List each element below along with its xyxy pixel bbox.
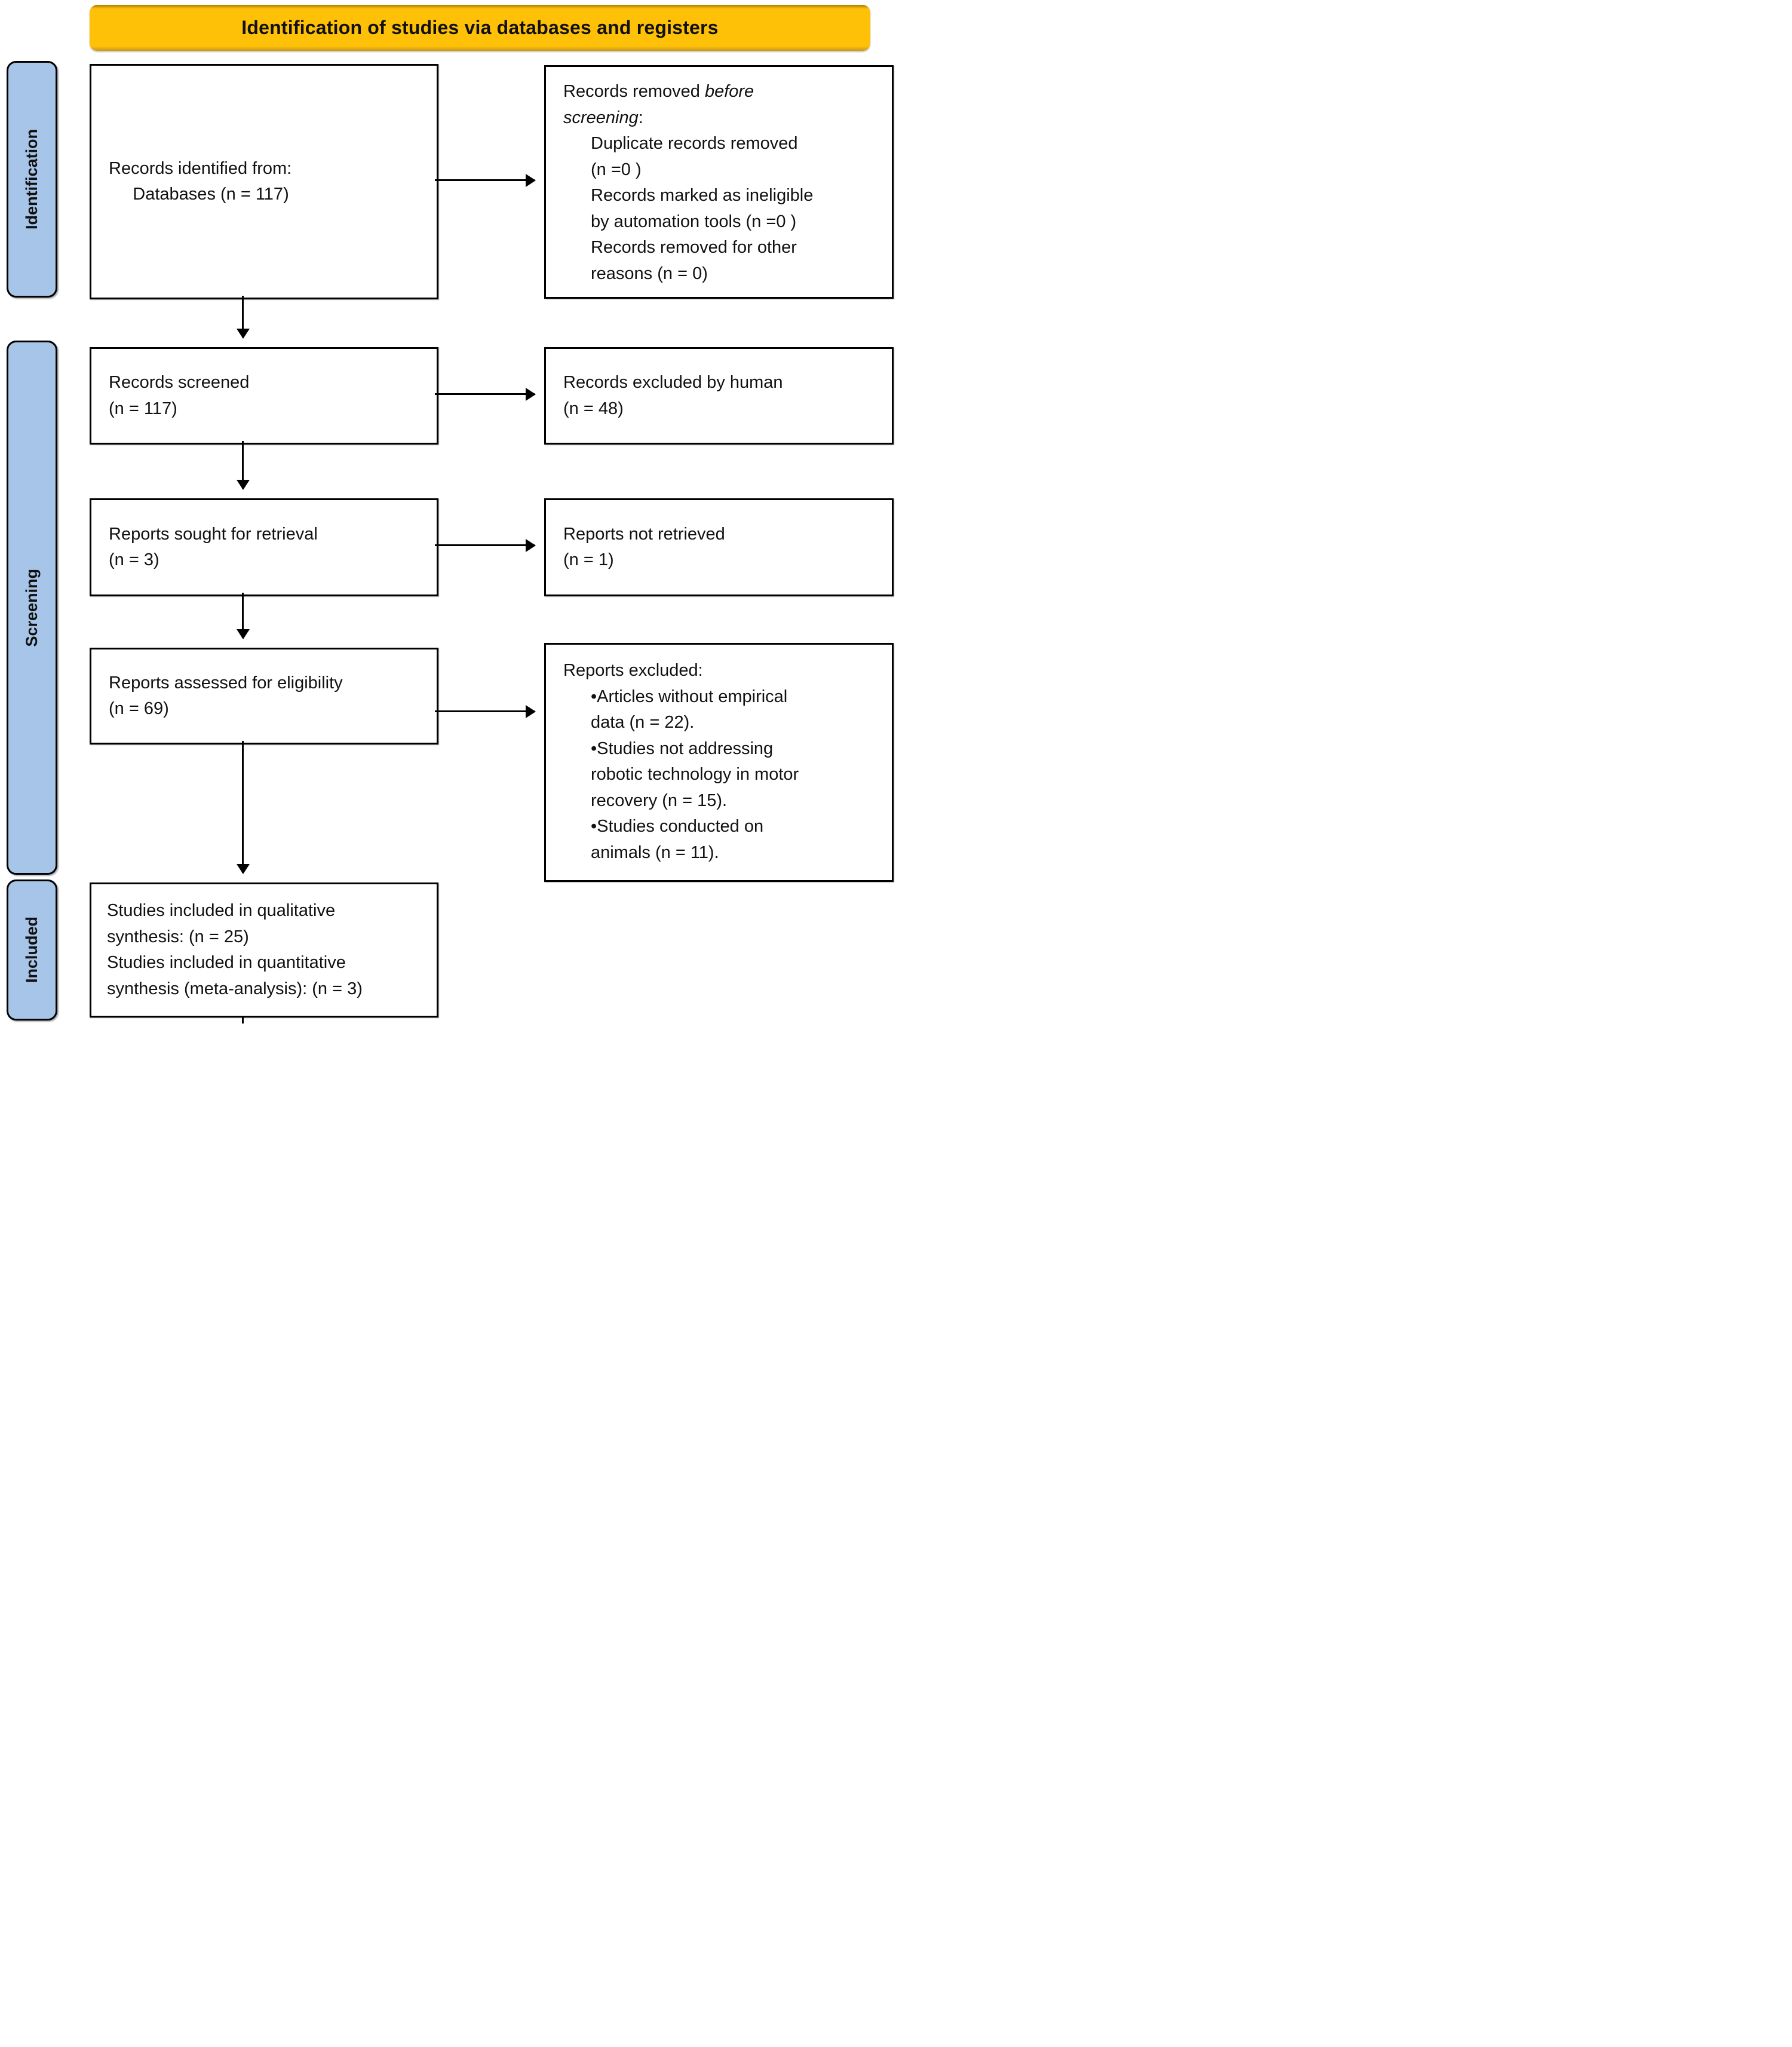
box-studies-included: Studies included in qualitative synthesi… bbox=[90, 882, 438, 1018]
box-records-screened: Records screened (n = 117) bbox=[90, 347, 438, 445]
prisma-flow-diagram: Identification of studies via databases … bbox=[0, 0, 896, 1023]
arrow-assessed-to-included bbox=[242, 741, 244, 873]
stage-label-screening: Screening bbox=[7, 341, 57, 875]
box-records-removed-before-screening: Records removed before screening: Duplicat… bbox=[544, 65, 894, 299]
stage-label-included: Included bbox=[7, 880, 57, 1021]
box-reports-excluded: Reports excluded: •Articles without empir… bbox=[544, 643, 894, 882]
box-studies-included-text: Studies included in qualitative synthesi… bbox=[107, 901, 363, 998]
stage-label-screening-text: Screening bbox=[23, 568, 41, 647]
box-reports-not-retrieved-text: Reports not retrieved (n = 1) bbox=[563, 524, 725, 570]
box-reports-sought: Reports sought for retrieval (n = 3) bbox=[90, 498, 438, 596]
diagram-title-banner: Identification of studies via databases … bbox=[90, 5, 870, 51]
diagram-title: Identification of studies via databases … bbox=[241, 17, 719, 38]
removed-before-suffix: : bbox=[638, 108, 643, 127]
arrow-identified-to-screened bbox=[242, 296, 244, 338]
stage-label-included-text: Included bbox=[23, 917, 41, 983]
box-records-screened-text: Records screened (n = 117) bbox=[109, 373, 250, 418]
box-reports-assessed-text: Reports assessed for eligibility (n = 69… bbox=[109, 673, 343, 719]
removed-before-italic-1: before bbox=[704, 82, 754, 101]
arrow-identified-to-removed bbox=[435, 179, 535, 181]
arrow-screened-to-excluded bbox=[435, 393, 535, 395]
box-records-identified-text: Records identified from: Databases (n = … bbox=[109, 158, 292, 204]
box-reports-assessed: Reports assessed for eligibility (n = 69… bbox=[90, 648, 438, 744]
removed-before-items: Duplicate records removed (n =0 ) Record… bbox=[591, 134, 814, 283]
arrow-screened-to-sought bbox=[242, 441, 244, 489]
box-records-removed-text: Records removed before screening: Duplicat… bbox=[546, 67, 892, 287]
reports-excluded-title: Reports excluded: bbox=[563, 661, 703, 680]
arrow-sought-to-not-retrieved bbox=[435, 544, 535, 546]
box-records-excluded-by-human: Records excluded by human (n = 48) bbox=[544, 347, 894, 445]
removed-before-italic-2: screening bbox=[563, 108, 639, 127]
box-records-excluded-text: Records excluded by human (n = 48) bbox=[563, 373, 783, 418]
arrow-assessed-to-reports-excluded bbox=[435, 710, 535, 712]
reports-excluded-items: •Articles without empirical data (n = 22… bbox=[591, 687, 799, 862]
stage-label-identification: Identification bbox=[7, 61, 57, 298]
box-records-identified: Records identified from: Databases (n = … bbox=[90, 64, 438, 299]
cropped-connector-stub bbox=[242, 1016, 244, 1023]
arrow-sought-to-assessed bbox=[242, 593, 244, 638]
box-reports-not-retrieved: Reports not retrieved (n = 1) bbox=[544, 498, 894, 596]
box-reports-excluded-text: Reports excluded: •Articles without empir… bbox=[546, 645, 892, 866]
removed-before-prefix: Records removed bbox=[563, 82, 705, 101]
box-reports-sought-text: Reports sought for retrieval (n = 3) bbox=[109, 524, 318, 570]
stage-label-identification-text: Identification bbox=[23, 129, 41, 229]
